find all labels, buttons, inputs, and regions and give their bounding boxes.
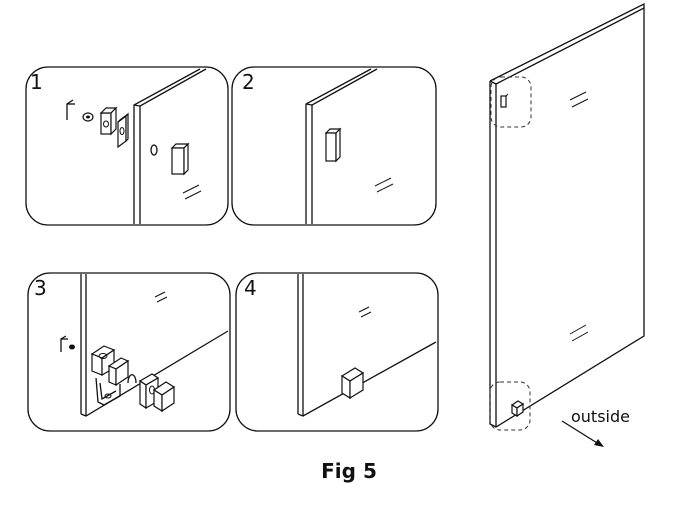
step-number: 3 [34, 276, 47, 300]
installed-clip-icon [326, 129, 340, 161]
screw-icon [61, 336, 75, 352]
outside-label: outside [571, 407, 630, 426]
bottom-clip-icon [512, 401, 523, 416]
panel-frame [26, 67, 228, 225]
step-number: 4 [244, 276, 257, 300]
glass-reflection-icon [359, 307, 371, 317]
clip-block-icon [101, 108, 116, 134]
top-clip-icon [501, 94, 508, 107]
installed-clip-icon [172, 144, 188, 174]
installed-clip-icon [342, 368, 363, 398]
step-panel-3: 3 [28, 273, 230, 431]
mounting-hole-icon [151, 145, 157, 155]
glass-reflection-icon [155, 292, 167, 302]
top-clip-highlight [491, 77, 531, 127]
step-number: 1 [30, 70, 43, 94]
glass-panel-edge [306, 69, 377, 224]
screw-icon [67, 100, 75, 120]
panel-frame [236, 273, 438, 431]
figure-caption: Fig 5 [0, 459, 698, 483]
back-plate-icon [118, 114, 128, 147]
glass-reflection-icon [375, 178, 393, 192]
glass-reflection-icon [570, 92, 588, 107]
full-glass-panel [490, 4, 644, 430]
step-panel-4: 4 [236, 273, 438, 431]
glass-reflection-icon [570, 325, 588, 341]
step-panel-1: 1 [26, 67, 228, 225]
panel-frame [28, 273, 230, 431]
glass-reflection-icon [183, 185, 201, 199]
glass-panel-edge [298, 274, 436, 416]
glass-panel-edge [134, 69, 206, 224]
washer-icon [83, 113, 93, 121]
step-number: 2 [242, 70, 255, 94]
step-panel-2: 2 [232, 67, 436, 225]
